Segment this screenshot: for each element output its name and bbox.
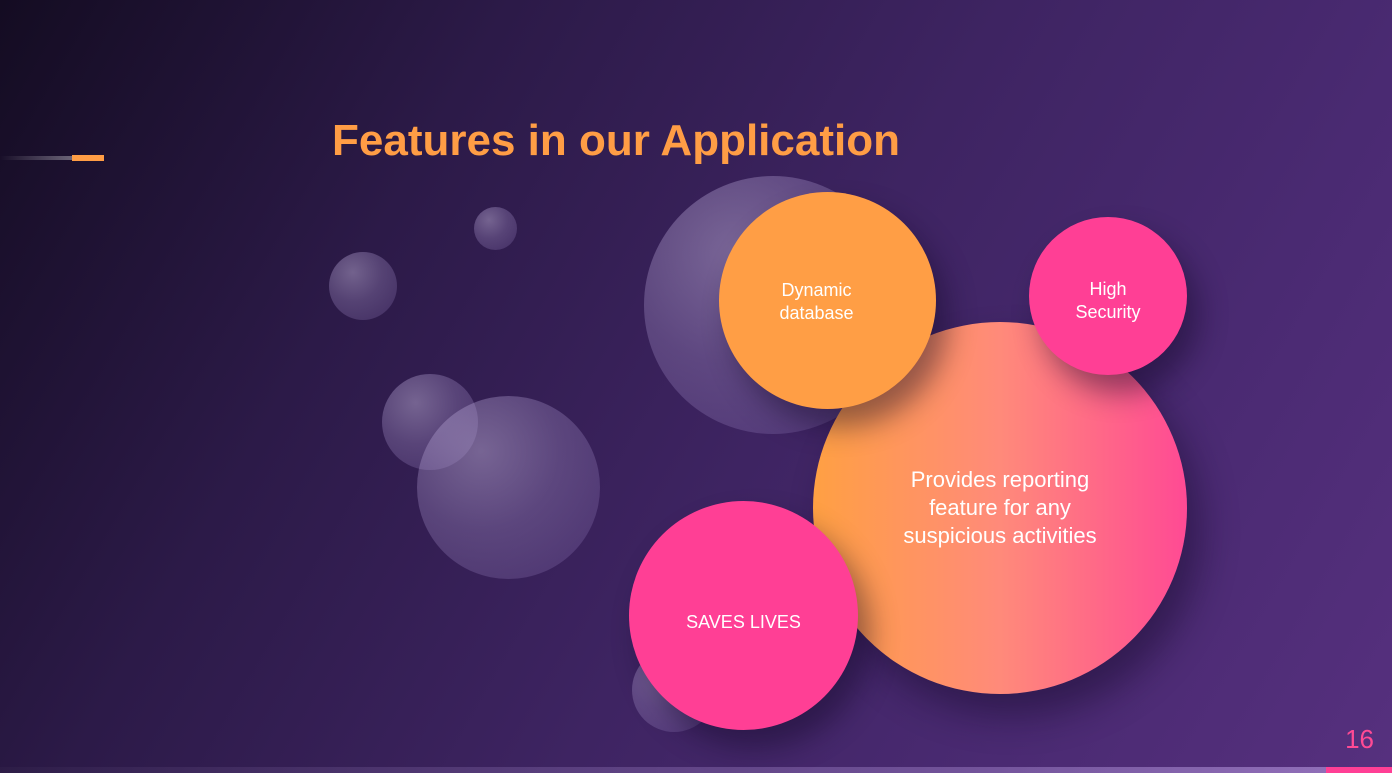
title-accent-dash	[72, 155, 104, 161]
title-accent-line	[0, 156, 72, 160]
decorative-circle	[474, 207, 517, 250]
reporting-bubble-label: Provides reporting feature for any suspi…	[903, 467, 1097, 548]
high-security-label: High Security	[1075, 279, 1141, 322]
footer-accent	[1326, 767, 1392, 773]
decorative-circle	[329, 252, 397, 320]
saves-lives-bubble: SAVES LIVES	[629, 501, 858, 730]
high-security-bubble: High Security	[1029, 217, 1187, 375]
footer-bar	[0, 767, 1392, 773]
decorative-circle	[417, 396, 600, 579]
decorative-circle	[382, 374, 478, 470]
dynamic-database-label: Dynamic database	[779, 279, 854, 323]
page-number: 16	[1345, 724, 1374, 754]
saves-lives-label: SAVES LIVES	[686, 612, 801, 632]
slide-title: Features in our Application	[332, 116, 900, 165]
dynamic-database-bubble: Dynamic database	[719, 192, 936, 409]
